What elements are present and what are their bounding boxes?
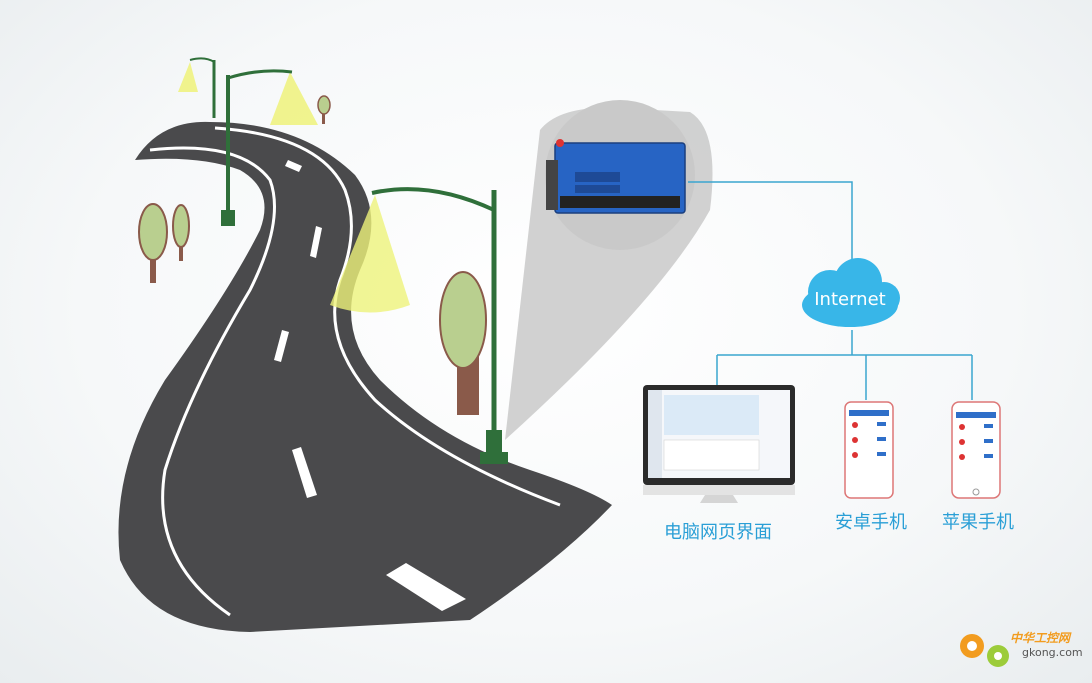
street-lamp-icon (178, 57, 216, 118)
tree-icon (172, 204, 190, 261)
tree-icon (439, 271, 487, 415)
android-phone-icon (844, 401, 894, 499)
network-connectors (688, 181, 973, 400)
tree-icon (317, 95, 331, 124)
watermark-url: gkong.com (1022, 646, 1083, 659)
street-lamp-icon (330, 187, 508, 464)
internet-cloud-label: Internet (814, 289, 886, 310)
street-lamp-icon (221, 69, 318, 226)
pc-web-label: 电脑网页界面 (664, 522, 772, 543)
monitor-icon (643, 385, 795, 503)
iphone-icon (951, 401, 1001, 499)
tree-icon (138, 203, 168, 283)
gear-icon (960, 634, 1009, 667)
watermark-name: 中华工控网 (1010, 631, 1071, 645)
iphone-label: 苹果手机 (942, 512, 1014, 533)
controller-device-icon (546, 139, 686, 214)
cloud-icon (802, 258, 900, 327)
android-phone-label: 安卓手机 (835, 512, 907, 533)
